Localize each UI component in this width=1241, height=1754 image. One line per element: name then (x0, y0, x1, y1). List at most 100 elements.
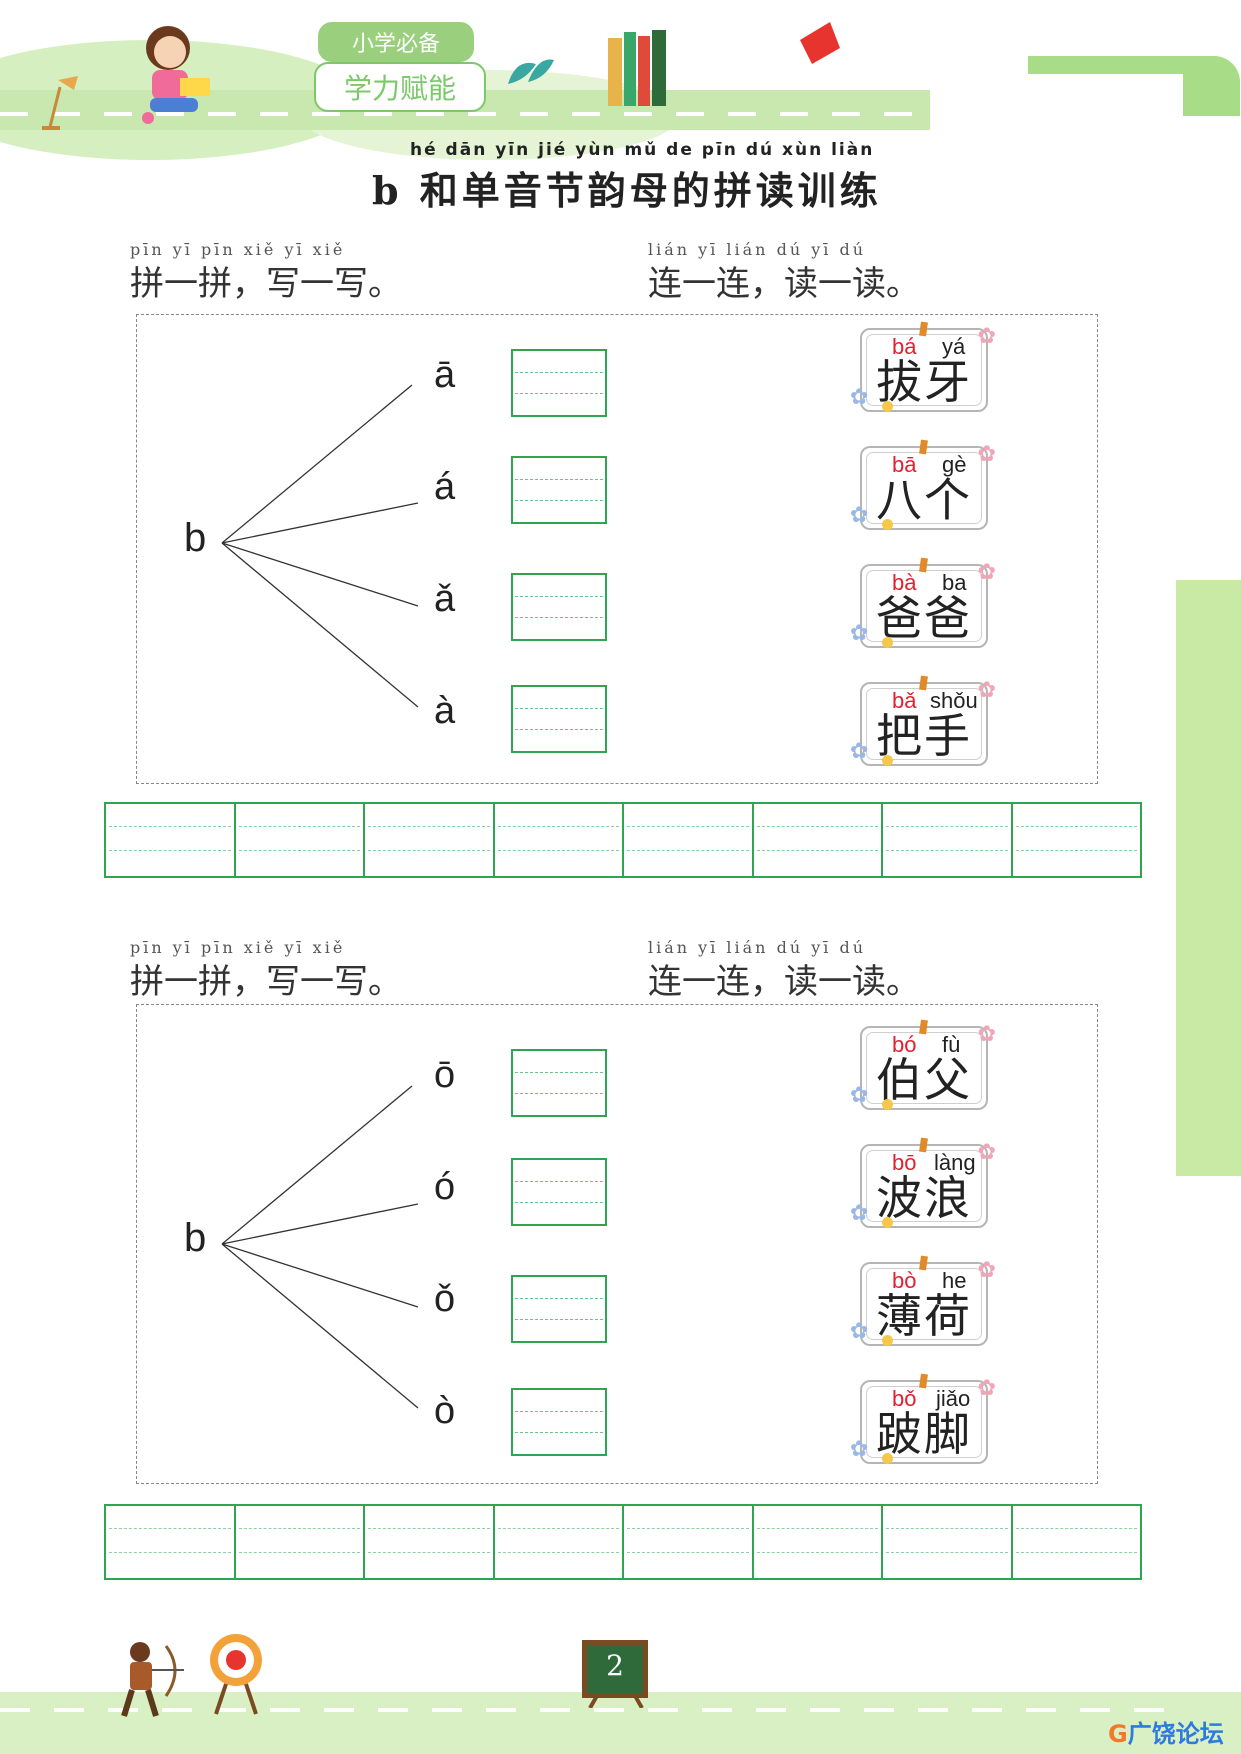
grid-cell[interactable] (754, 804, 883, 876)
word-pinyin-1: bó (892, 1032, 917, 1057)
star-icon: ✿ (977, 1376, 996, 1401)
page-number-board: 2 (582, 1640, 648, 1698)
page-title: b 和单音节韵母的拼读训练 (372, 168, 882, 213)
dot-icon (882, 755, 893, 766)
word-pinyin-2: làng (934, 1150, 976, 1175)
grid-cell[interactable] (495, 804, 624, 876)
vowel-o3: ǒ (434, 1278, 456, 1320)
writing-box[interactable] (511, 456, 607, 524)
grid-cell[interactable] (236, 804, 365, 876)
writing-box[interactable] (511, 1049, 607, 1117)
flower-icon: ✿ (850, 385, 869, 410)
word-hanzi: 波浪 (876, 1171, 972, 1225)
writing-grid[interactable] (104, 802, 1142, 878)
grid-cell[interactable] (624, 1506, 754, 1578)
badge-bottom: 学力赋能 (314, 62, 486, 112)
word-card[interactable]: bà ba 爸爸 ✿ ✿ (850, 557, 996, 648)
flower-icon: ✿ (850, 1319, 869, 1344)
title-pinyin: hé dān yīn jié yùn mǔ de pīn dú xùn liàn (410, 140, 875, 160)
word-hanzi: 八个 (876, 473, 972, 527)
word-card[interactable]: bǎ shǒu 把手 ✿ ✿ (850, 675, 996, 766)
word-pinyin-2: ba (942, 570, 967, 595)
dot-icon (882, 401, 893, 412)
footer-band (0, 1692, 1241, 1754)
writing-box[interactable] (511, 1158, 607, 1226)
vowel-a4: à (434, 690, 456, 732)
vowel-a1: ā (434, 354, 456, 396)
word-card[interactable]: bǒ jiǎo 跛脚 ✿ ✿ (850, 1373, 996, 1464)
grid-cell[interactable] (624, 804, 754, 876)
word-pinyin-2: jiǎo (936, 1386, 971, 1411)
word-card[interactable]: bò he 薄荷 ✿ ✿ (850, 1255, 996, 1346)
writing-box[interactable] (511, 573, 607, 641)
left-instruction-pinyin: pīn yī pīn xiě yī xiě (130, 938, 346, 957)
flower-icon: ✿ (850, 739, 869, 764)
vowel-a2: á (434, 466, 456, 508)
word-card[interactable]: bō làng 波浪 ✿ ✿ (850, 1137, 996, 1228)
vowel-a3: ǎ (434, 578, 456, 620)
grid-cell[interactable] (1013, 804, 1141, 876)
writing-box[interactable] (511, 1275, 607, 1343)
star-icon: ✿ (977, 324, 996, 349)
grid-cell[interactable] (365, 1506, 495, 1578)
word-hanzi: 伯父 (876, 1053, 972, 1107)
dot-icon (882, 1099, 893, 1110)
word-pinyin-1: bá (892, 334, 917, 359)
flower-icon: ✿ (850, 621, 869, 646)
dot-icon (882, 1217, 893, 1228)
page-number: 2 (606, 1649, 624, 1682)
girl-reading-illustration (142, 26, 210, 124)
grid-cell[interactable] (106, 1506, 236, 1578)
word-pinyin-2: fù (942, 1032, 961, 1057)
writing-box[interactable] (511, 349, 607, 417)
grid-cell[interactable] (754, 1506, 883, 1578)
word-hanzi: 爸爸 (876, 591, 972, 645)
board-stand (588, 1694, 644, 1708)
grid-cell[interactable] (1013, 1506, 1141, 1578)
target-icon (210, 1634, 262, 1715)
word-card[interactable]: bó fù 伯父 ✿ ✿ (850, 1019, 996, 1110)
left-instruction: 拼一拼，写一写。 (130, 264, 402, 304)
right-instruction-pinyin: lián yī lián dú yī dú (648, 938, 866, 957)
flower-icon: ✿ (850, 1437, 869, 1462)
grid-cell[interactable] (883, 804, 1013, 876)
practice-frame (136, 314, 1098, 784)
flower-icon: ✿ (850, 1201, 869, 1226)
vowel-o1: ō (434, 1054, 456, 1096)
star-icon: ✿ (977, 678, 996, 703)
vowel-o2: ó (434, 1166, 456, 1208)
watermark-logo: G广饶论坛 (1108, 1720, 1224, 1748)
writing-box[interactable] (511, 685, 607, 753)
word-pinyin-1: bà (892, 570, 917, 595)
word-pinyin-2: he (942, 1268, 967, 1293)
grid-cell[interactable] (495, 1506, 624, 1578)
flower-icon: ✿ (850, 1083, 869, 1108)
writing-grid[interactable] (104, 1504, 1142, 1580)
flying-book-icon (800, 22, 840, 64)
word-card[interactable]: bá yá 拔牙 ✿ ✿ (850, 321, 996, 412)
grid-cell[interactable] (106, 804, 236, 876)
word-pinyin-1: bō (892, 1150, 917, 1175)
grid-cell[interactable] (365, 804, 495, 876)
word-card[interactable]: bā gè 八个 ✿ ✿ (850, 439, 996, 530)
header-dash-line (0, 112, 930, 116)
word-pinyin-1: bǒ (892, 1386, 917, 1411)
dot-icon (882, 637, 893, 648)
word-hanzi: 跛脚 (876, 1407, 972, 1461)
leaf-icon (508, 59, 554, 84)
writing-box[interactable] (511, 1388, 607, 1456)
badge-top: 小学必备 (318, 22, 474, 62)
dot-icon (882, 519, 893, 530)
grid-cell[interactable] (236, 1506, 365, 1578)
vowel-o4: ò (434, 1390, 456, 1432)
star-icon: ✿ (977, 560, 996, 585)
left-instruction: 拼一拼，写一写。 (130, 962, 402, 1002)
grid-cell[interactable] (883, 1506, 1013, 1578)
dot-icon (882, 1453, 893, 1464)
initial-b: b (184, 1216, 207, 1260)
word-pinyin-1: bǎ (892, 688, 917, 713)
word-hanzi: 薄荷 (876, 1289, 972, 1343)
footer-dash-line (0, 1708, 1180, 1712)
practice-frame (136, 1004, 1098, 1484)
